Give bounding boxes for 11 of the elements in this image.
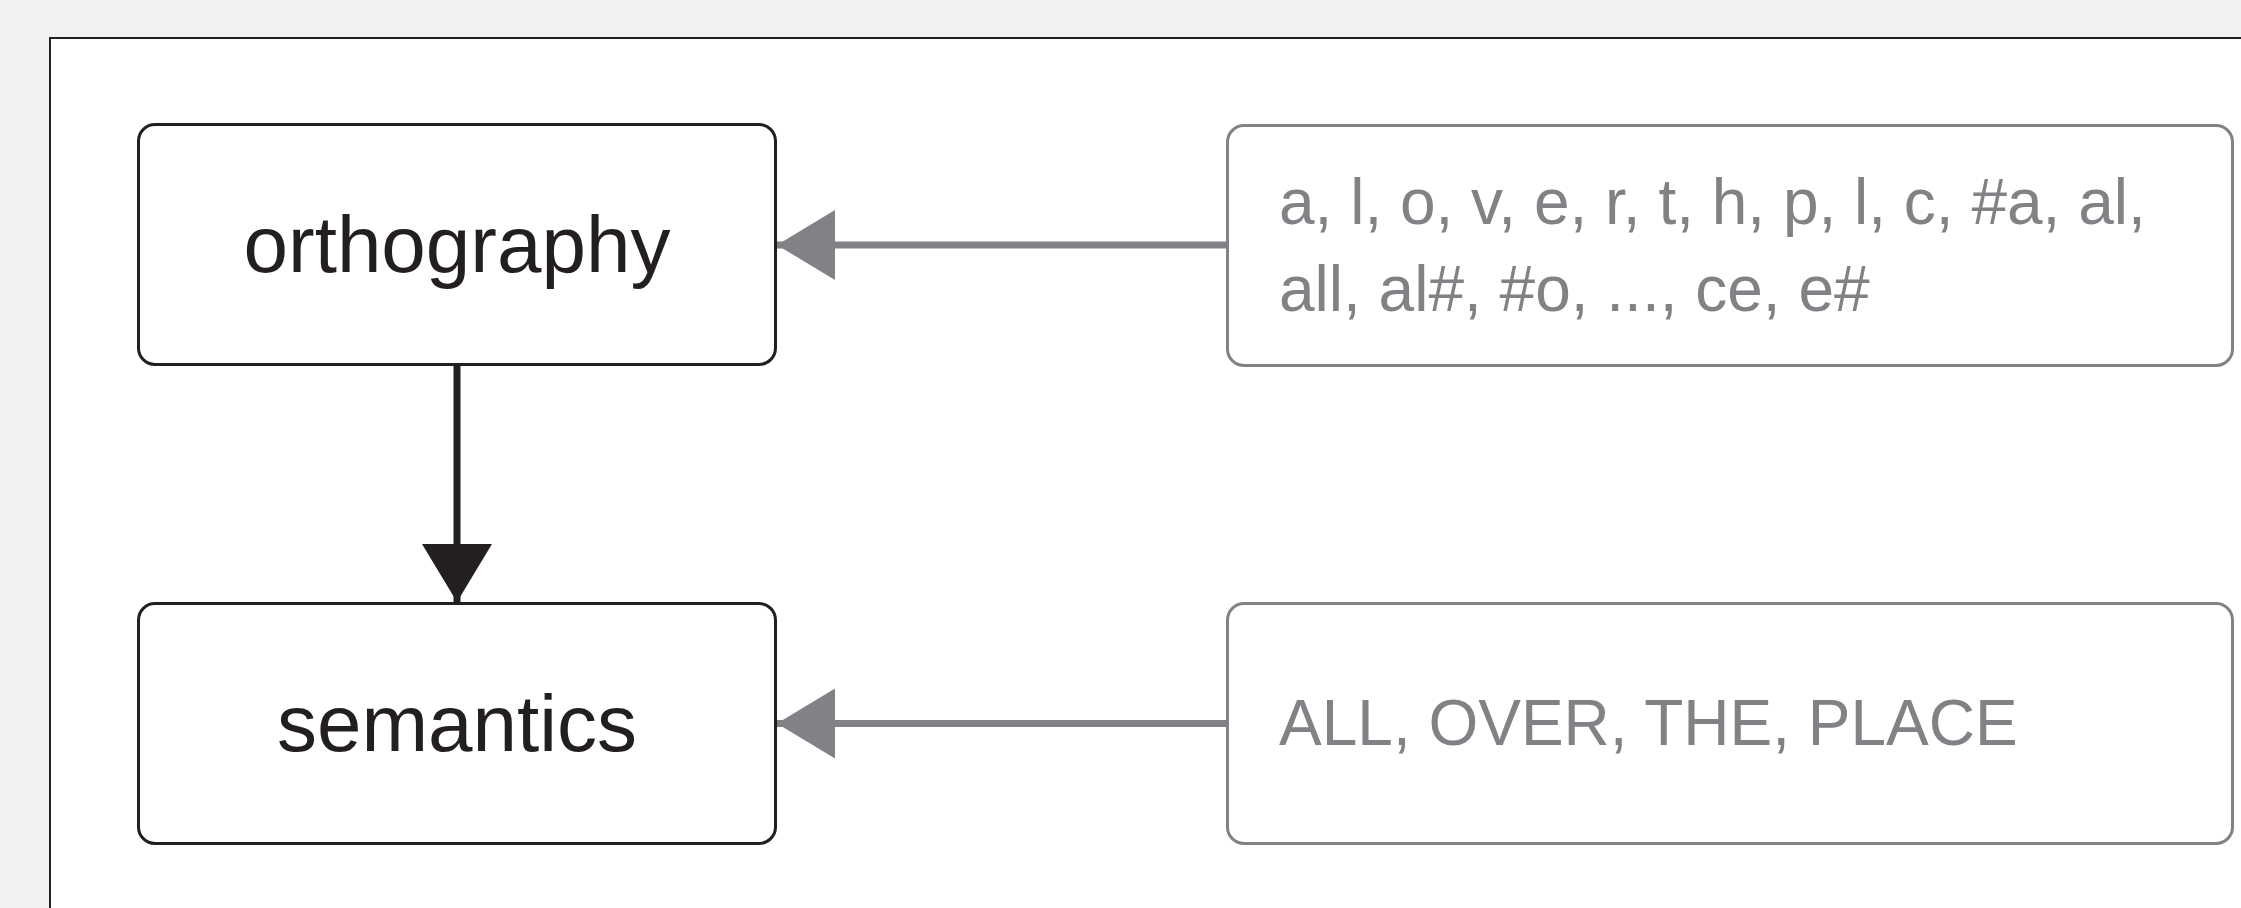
node-label: a, l, o, v, e, r, t, h, p, l, c, #a, al, all, al#, #o, ..., ce, e# xyxy=(1279,165,2147,327)
node-label: semantics xyxy=(276,677,638,770)
process-box xyxy=(137,123,777,366)
node-label: ALL, OVER, THE, PLACE xyxy=(1279,686,2018,762)
process-box xyxy=(137,602,777,845)
input-box xyxy=(1226,602,2234,845)
arrow xyxy=(777,210,1226,280)
input-box xyxy=(1226,124,2234,367)
arrow xyxy=(777,688,1226,759)
arrow xyxy=(422,366,492,602)
node-label: orthography xyxy=(243,198,671,291)
